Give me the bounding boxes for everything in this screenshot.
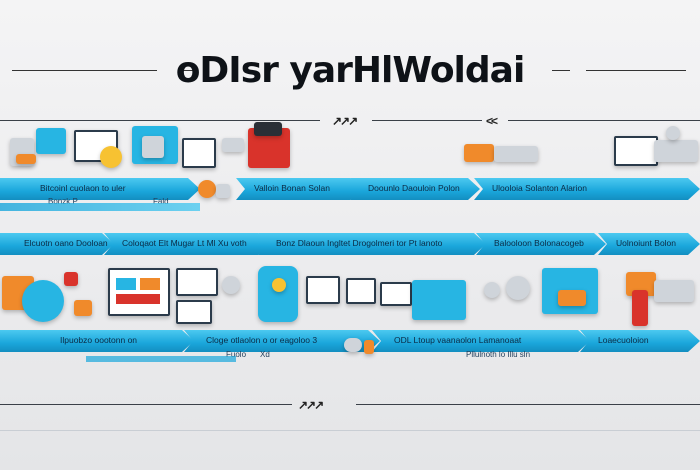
row2-band: Elcuotn oano Dooloan Coloqaot Elt Mugar … — [0, 233, 700, 255]
row2-step-3: Bonz Dlaoun Ingltet Drogolmeri tor Pt la… — [258, 233, 486, 255]
orb-icon — [506, 276, 530, 300]
row3-step-2-label: Cloge otlaolon o or eagoloo 3 — [206, 335, 318, 345]
top-divider-left — [0, 120, 320, 121]
row3-step-4-label: Loaecuoloion — [598, 335, 649, 345]
row3-step-2: Cloge otlaolon o or eagoloo 3 — [184, 330, 380, 352]
top-chevron-right: << — [486, 114, 498, 128]
diagram-title: oDIsr yarHlWoldai — [175, 50, 526, 91]
top-chevron-mid: ↗↗↗ — [332, 114, 358, 128]
row1-step-4: Ulooloia Solanton Alarion — [474, 178, 700, 200]
list-window-icon — [176, 300, 212, 324]
tool-icon — [74, 300, 92, 316]
top-divider-mid — [372, 120, 482, 121]
stack-icon — [558, 290, 586, 306]
row2-step-4: Balooloon Bolonacogeb — [476, 233, 606, 255]
row3-icon-cluster-1 — [2, 270, 98, 324]
report-window-icon — [176, 268, 218, 296]
row1-step-1: Bitcoinl cuolaon to uler — [0, 178, 200, 200]
crate-icon — [654, 280, 694, 302]
row3-sublabel-2: Xd — [260, 350, 270, 359]
coin-bag-icon — [198, 180, 216, 198]
chart-window-icon — [380, 282, 412, 306]
bottom-divider-left — [0, 404, 292, 405]
top-divider-right — [508, 120, 700, 121]
row1-icon-cluster-1 — [8, 128, 70, 168]
row3-band: Ilpuobzo oootonn on Cloge otlaolon o or … — [0, 330, 700, 352]
photo-frame-icon — [306, 276, 340, 304]
alert-icon — [64, 272, 78, 286]
row1-step-3: Doounlo Daouloin Polon — [350, 178, 480, 200]
row2-step-3-label: Bonz Dlaoun Ingltet Drogolmeri tor Pt la… — [276, 238, 443, 248]
row1-icon-cluster-6 — [614, 126, 700, 166]
row1-band: Bitcoinl cuolaon to uler Valloin Bonan S… — [0, 178, 700, 200]
row3-icon-cluster-6 — [622, 270, 700, 330]
bottom-divider-right — [356, 404, 700, 405]
row3-step-3: ODL Ltoup vaanaolon Lamanoaat — [372, 330, 590, 352]
gear-icon — [666, 126, 680, 140]
row3-icon-cluster-5 — [540, 266, 602, 320]
sphere-icon — [222, 276, 240, 294]
row1-step-4-label: Ulooloia Solanton Alarion — [492, 183, 587, 193]
sun-icon — [272, 278, 286, 292]
row1-step-2-label: Valloin Bonan Solan — [254, 183, 330, 193]
row3-icon-cluster-4 — [482, 268, 546, 314]
screen-bar-2 — [140, 278, 160, 290]
title-rule-left — [12, 70, 157, 71]
title-rule-left-short — [178, 70, 198, 71]
row1-step-3-label: Doounlo Daouloin Polon — [368, 183, 460, 193]
row2-step-2-label: Coloqaot Elt Mugar Lt Ml Xu voth — [122, 238, 247, 248]
title-rule-right — [586, 70, 686, 71]
bar-blocks-icon — [464, 144, 494, 162]
row3-step-3-label: ODL Ltoup vaanaolon Lamanoaat — [394, 335, 522, 345]
machine-top-icon — [254, 122, 282, 136]
bolt-icon — [364, 340, 374, 354]
pump-icon — [632, 290, 648, 326]
row1-sublabel-2: Fald — [153, 197, 169, 206]
title-rule-right-short — [552, 70, 570, 71]
row1-step-1-label: Bitcoinl cuolaon to uler — [40, 183, 126, 193]
row2-step-1: Elcuotn oano Dooloan — [0, 233, 114, 255]
badge-icon — [16, 154, 36, 164]
tray-icon — [494, 146, 538, 162]
row3-icon-cluster-2 — [108, 266, 218, 324]
panel-icon — [142, 136, 164, 158]
dashboard-icon — [22, 280, 64, 322]
tag-icon — [222, 138, 244, 152]
image-card-icon — [346, 278, 376, 304]
row1-sublabel-1: Bonzk P — [48, 197, 78, 206]
row2-step-5-label: Uolnoiunt Bolon — [616, 238, 677, 248]
row3-tail-strip — [86, 356, 236, 362]
row3-step-1: Ilpuobzo oootonn on — [0, 330, 194, 352]
row1-icon-cluster-4 — [222, 122, 314, 172]
tablet-analytics-icon — [258, 266, 298, 322]
globe-icon — [484, 282, 500, 298]
coin-icon — [100, 146, 122, 168]
device-icon — [654, 140, 698, 162]
pen-icon — [216, 184, 230, 198]
row1-icon-cluster-5 — [464, 140, 540, 166]
control-panel-icon — [412, 280, 466, 320]
screen-bar-3 — [116, 294, 160, 304]
row3-icon-cluster-3 — [252, 266, 300, 324]
display-icon — [614, 136, 658, 166]
row1-tail-strip — [0, 203, 200, 211]
bottom-chevron: ↗↗↗ — [298, 398, 324, 412]
row3-step-1-label: Ilpuobzo oootonn on — [60, 335, 138, 345]
row2-step-4-label: Balooloon Bolonacogeb — [494, 238, 584, 248]
row3-sublabel-1: Fuolo — [226, 350, 247, 359]
cloud-icon — [344, 338, 362, 352]
bottom-faint-rule — [0, 430, 700, 431]
row2-step-1-label: Elcuotn oano Dooloan — [24, 238, 108, 248]
row1-icon-cluster-3 — [130, 126, 184, 170]
document-stack-icon — [36, 128, 66, 154]
tablet-icon — [182, 138, 216, 168]
row1-step-2: Valloin Bonan Solan — [236, 178, 362, 200]
laptop-screen-icon — [108, 268, 170, 316]
row2-step-5: Uolnoiunt Bolon — [598, 233, 700, 255]
row3-step-4: Loaecuoloion — [580, 330, 700, 352]
row1-icon-cluster-2 — [70, 128, 130, 172]
screen-bar-1 — [116, 278, 136, 290]
row2-step-2: Coloqaot Elt Mugar Lt Ml Xu voth — [104, 233, 270, 255]
row3-sublabel-3: Pllulnoth lo Illu sln — [466, 350, 531, 359]
